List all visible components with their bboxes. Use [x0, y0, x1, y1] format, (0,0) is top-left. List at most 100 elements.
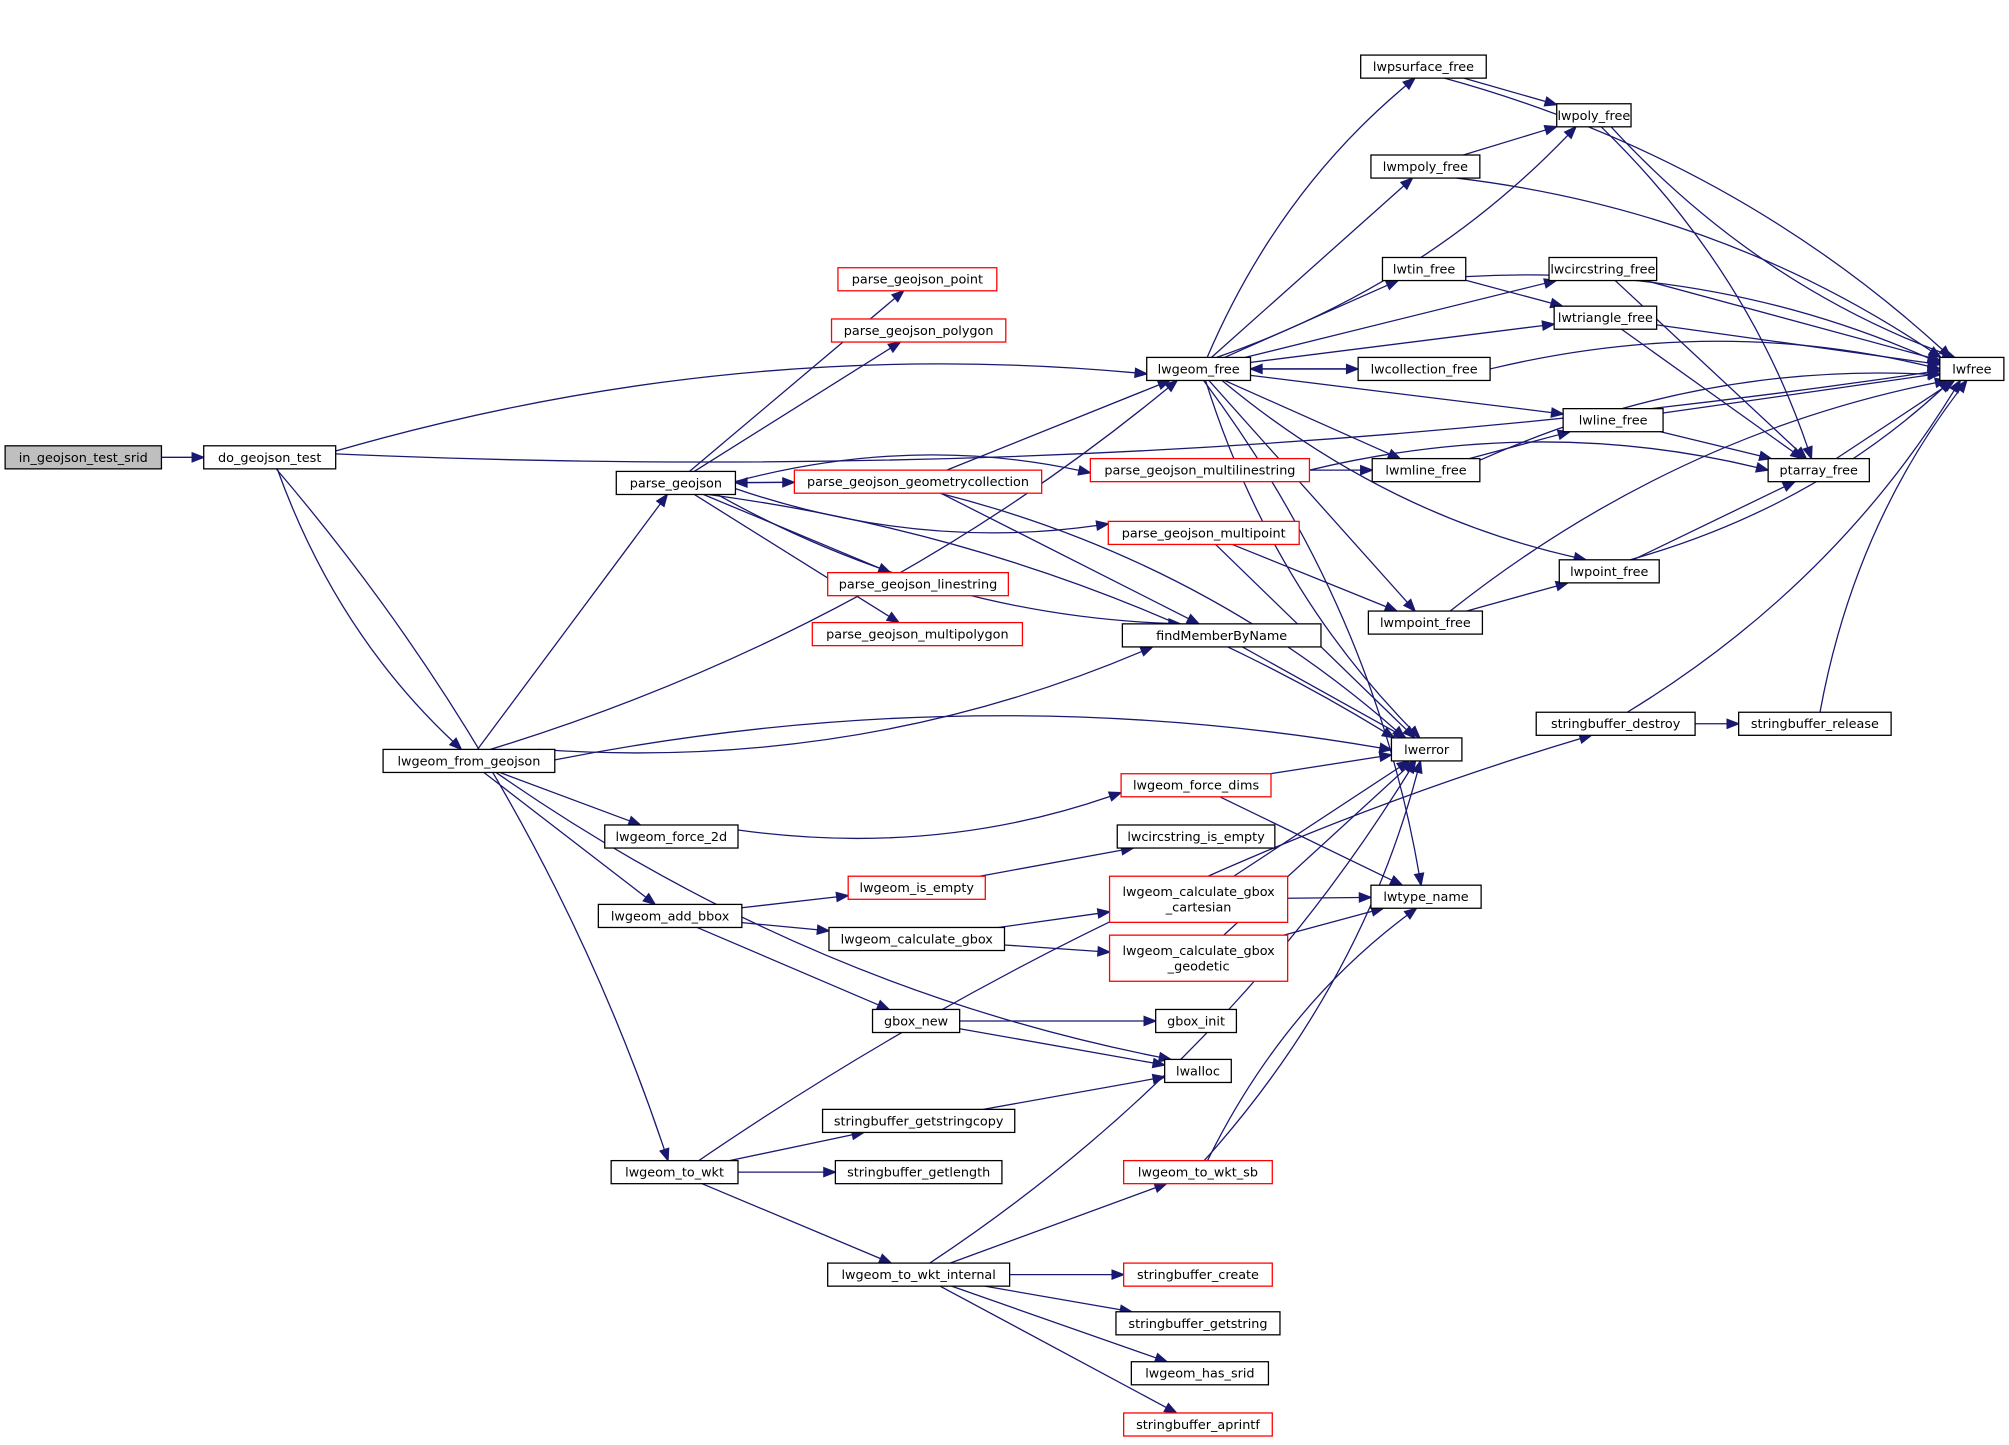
- node-lwtriangle-free[interactable]: lwtriangle_free: [1553, 305, 1658, 330]
- node-box[interactable]: [1108, 934, 1289, 982]
- node-box[interactable]: [1562, 408, 1664, 433]
- node-lwline-free[interactable]: lwline_free: [1562, 408, 1664, 433]
- node-box[interactable]: [834, 1159, 1003, 1185]
- node-lwalloc[interactable]: lwalloc: [1164, 1058, 1232, 1084]
- node-lwpoly-free[interactable]: lwpoly_free: [1556, 103, 1632, 128]
- node-stringbuffer-aprintf[interactable]: stringbuffer_aprintf: [1123, 1412, 1273, 1437]
- node-box[interactable]: [1108, 875, 1289, 923]
- node-box[interactable]: [1939, 356, 2005, 382]
- node-lwgeom-calculate-gbox-geodetic[interactable]: lwgeom_calculate_gbox_geodetic: [1108, 934, 1289, 982]
- node-box[interactable]: [1115, 1311, 1281, 1336]
- node-box[interactable]: [1370, 154, 1481, 179]
- node-box[interactable]: [871, 1008, 961, 1034]
- node-box[interactable]: [1121, 623, 1322, 648]
- node-box[interactable]: [1155, 1008, 1238, 1034]
- node-box[interactable]: [1553, 305, 1658, 330]
- node-stringbuffer-release[interactable]: stringbuffer_release: [1738, 711, 1892, 736]
- node-lwgeom-to-wkt-internal[interactable]: lwgeom_to_wkt_internal: [827, 1262, 1011, 1287]
- node-box[interactable]: [382, 748, 556, 774]
- node-box[interactable]: [1123, 1159, 1273, 1185]
- node-box[interactable]: [1535, 711, 1696, 736]
- node-lwmline-free[interactable]: lwmline_free: [1371, 457, 1481, 483]
- node-box[interactable]: [1558, 559, 1660, 584]
- node-box[interactable]: [610, 1159, 739, 1185]
- node-box[interactable]: [1089, 457, 1311, 483]
- node-stringbuffer-getstringcopy[interactable]: stringbuffer_getstringcopy: [821, 1108, 1016, 1134]
- node-lwgeom-has-srid[interactable]: lwgeom_has_srid: [1130, 1361, 1270, 1386]
- node-parse-geojson-polygon[interactable]: parse_geojson_polygon: [830, 318, 1007, 343]
- node-stringbuffer-getlength[interactable]: stringbuffer_getlength: [834, 1159, 1003, 1185]
- node-box[interactable]: [1123, 1262, 1273, 1287]
- node-box[interactable]: [4, 445, 163, 470]
- node-box[interactable]: [1367, 610, 1484, 635]
- node-gbox-new[interactable]: gbox_new: [871, 1008, 961, 1034]
- node-do-geojson-test[interactable]: do_geojson_test: [203, 445, 337, 470]
- node-lwgeom-free[interactable]: lwgeom_free: [1146, 356, 1252, 382]
- node-parse-geojson[interactable]: parse_geojson: [615, 470, 737, 496]
- node-box[interactable]: [1146, 356, 1252, 382]
- node-in-geojson-test-srid[interactable]: in_geojson_test_srid: [4, 445, 163, 470]
- node-box[interactable]: [830, 318, 1007, 343]
- node-box[interactable]: [793, 469, 1043, 494]
- node-stringbuffer-destroy[interactable]: stringbuffer_destroy: [1535, 711, 1696, 736]
- node-lwmpoly-free[interactable]: lwmpoly_free: [1370, 154, 1481, 179]
- node-box[interactable]: [1381, 256, 1467, 282]
- node-box[interactable]: [203, 445, 337, 470]
- node-lwgeom-calculate-gbox-cartesian[interactable]: lwgeom_calculate_gbox_cartesian: [1108, 875, 1289, 923]
- node-box[interactable]: [1371, 457, 1481, 483]
- node-box[interactable]: [827, 571, 1009, 597]
- node-box[interactable]: [1370, 884, 1482, 909]
- node-lwcircstring-free[interactable]: lwcircstring_free: [1548, 256, 1658, 282]
- node-lwcollection-free[interactable]: lwcollection_free: [1357, 356, 1491, 382]
- node-box[interactable]: [1357, 356, 1491, 382]
- node-parse-geojson-point[interactable]: parse_geojson_point: [837, 267, 998, 292]
- node-stringbuffer-create[interactable]: stringbuffer_create: [1123, 1262, 1273, 1287]
- node-parse-geojson-linestring[interactable]: parse_geojson_linestring: [827, 571, 1009, 597]
- node-lwmpoint-free[interactable]: lwmpoint_free: [1367, 610, 1484, 635]
- node-box[interactable]: [604, 824, 739, 849]
- node-box[interactable]: [811, 621, 1024, 647]
- node-lwpsurface-free[interactable]: lwpsurface_free: [1360, 54, 1487, 79]
- node-box[interactable]: [597, 903, 743, 929]
- node-box[interactable]: [827, 1262, 1011, 1287]
- node-box[interactable]: [1107, 520, 1300, 546]
- node-box[interactable]: [1390, 737, 1463, 762]
- node-box[interactable]: [1548, 256, 1658, 282]
- node-box[interactable]: [1116, 824, 1276, 849]
- node-lwgeom-to-wkt-sb[interactable]: lwgeom_to_wkt_sb: [1123, 1159, 1273, 1185]
- node-parse-geojson-geometrycollection[interactable]: parse_geojson_geometrycollection: [793, 469, 1043, 494]
- node-box[interactable]: [821, 1108, 1016, 1134]
- node-box[interactable]: [1767, 457, 1870, 483]
- node-stringbuffer-getstring[interactable]: stringbuffer_getstring: [1115, 1311, 1281, 1336]
- node-parse-geojson-multipoint[interactable]: parse_geojson_multipoint: [1107, 520, 1300, 546]
- node-box[interactable]: [1556, 103, 1632, 128]
- node-lwgeom-to-wkt[interactable]: lwgeom_to_wkt: [610, 1159, 739, 1185]
- node-box[interactable]: [837, 267, 998, 292]
- node-box[interactable]: [1120, 773, 1272, 798]
- node-lwgeom-force-2d[interactable]: lwgeom_force_2d: [604, 824, 739, 849]
- node-box[interactable]: [1738, 711, 1892, 736]
- node-lwgeom-calculate-gbox[interactable]: lwgeom_calculate_gbox: [828, 926, 1006, 952]
- node-lwfree[interactable]: lwfree: [1939, 356, 2005, 382]
- node-box[interactable]: [828, 926, 1006, 952]
- node-box[interactable]: [1130, 1361, 1270, 1386]
- node-box[interactable]: [1360, 54, 1487, 79]
- node-lwgeom-is-empty[interactable]: lwgeom_is_empty: [847, 875, 986, 900]
- node-parse-geojson-multilinestring[interactable]: parse_geojson_multilinestring: [1089, 457, 1311, 483]
- node-lwgeom-add-bbox[interactable]: lwgeom_add_bbox: [597, 903, 743, 929]
- node-box[interactable]: [1164, 1058, 1232, 1084]
- node-lwtype-name[interactable]: lwtype_name: [1370, 884, 1482, 909]
- node-findmemberbyname[interactable]: findMemberByName: [1121, 623, 1322, 648]
- node-box[interactable]: [1123, 1412, 1273, 1437]
- node-lwgeom-from-geojson[interactable]: lwgeom_from_geojson: [382, 748, 556, 774]
- node-gbox-init[interactable]: gbox_init: [1155, 1008, 1238, 1034]
- node-lwgeom-force-dims[interactable]: lwgeom_force_dims: [1120, 773, 1272, 798]
- node-box[interactable]: [615, 470, 737, 496]
- node-ptarray-free[interactable]: ptarray_free: [1767, 457, 1870, 483]
- node-parse-geojson-multipolygon[interactable]: parse_geojson_multipolygon: [811, 621, 1024, 647]
- node-lwcircstring-is-empty[interactable]: lwcircstring_is_empty: [1116, 824, 1276, 849]
- node-lwerror[interactable]: lwerror: [1390, 737, 1463, 762]
- node-lwpoint-free[interactable]: lwpoint_free: [1558, 559, 1660, 584]
- node-lwtin-free[interactable]: lwtin_free: [1381, 256, 1467, 282]
- node-box[interactable]: [847, 875, 986, 900]
